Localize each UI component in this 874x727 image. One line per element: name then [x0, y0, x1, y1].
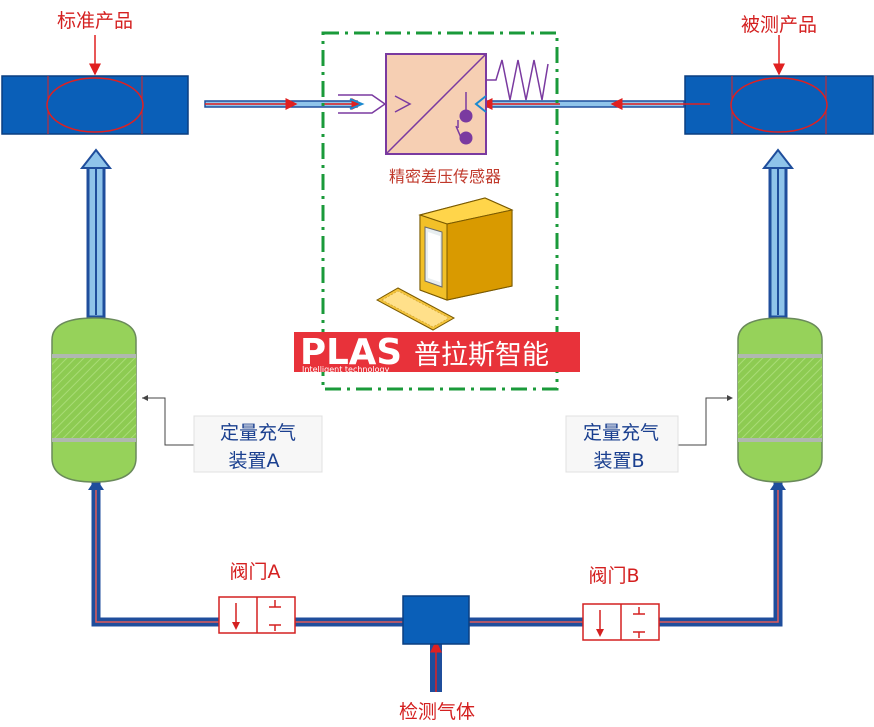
logo-tagline: Intelligent technology: [302, 365, 390, 374]
keyboard-icon: [375, 287, 456, 331]
charge-device-a: [51, 317, 137, 483]
charge-b-label-line2: 装置B: [593, 450, 644, 472]
charge-device-b: [737, 317, 823, 483]
valve-a-symbol: [218, 596, 296, 634]
left-sensor-pipe: [204, 98, 364, 110]
gas-manifold: [402, 595, 470, 645]
tested-product-label: 被测产品: [741, 14, 817, 36]
charge-b-label-line1: 定量充气: [583, 422, 659, 444]
measurement-enclosure: [321, 31, 559, 391]
charge-b-callout-line: [678, 395, 733, 446]
logo-brand: PLAS: [300, 332, 402, 373]
valve-b-symbol: [582, 603, 660, 641]
charge-a-callout-box: [193, 415, 323, 473]
right-sensor-pipe: [480, 98, 710, 110]
pressure-sensor-icon: [338, 53, 549, 155]
charge-b-callout-box: [565, 415, 679, 473]
valve-b-label: 阀门B: [588, 565, 639, 587]
plas-logo: PLAS Intelligent technology 普拉斯智能: [294, 332, 580, 374]
tested-product: [684, 75, 874, 135]
charge-a-label-line2: 装置A: [229, 450, 280, 472]
valve-a-label: 阀门A: [230, 561, 281, 583]
standard-product-label: 标准产品: [57, 10, 133, 32]
left-riser-pipe: [79, 148, 113, 319]
test-gas-label: 检测气体: [399, 701, 475, 723]
logo-cn-name: 普拉斯智能: [414, 340, 549, 371]
right-riser-pipe: [761, 148, 795, 319]
charge-a-label-line1: 定量充气: [220, 422, 296, 444]
standard-product: [1, 75, 189, 135]
sensor-label: 精密差压传感器: [389, 167, 501, 186]
computer-icon: [418, 197, 514, 301]
gas-inlet-pipe: [430, 640, 442, 692]
charge-a-callout-line: [142, 395, 194, 446]
